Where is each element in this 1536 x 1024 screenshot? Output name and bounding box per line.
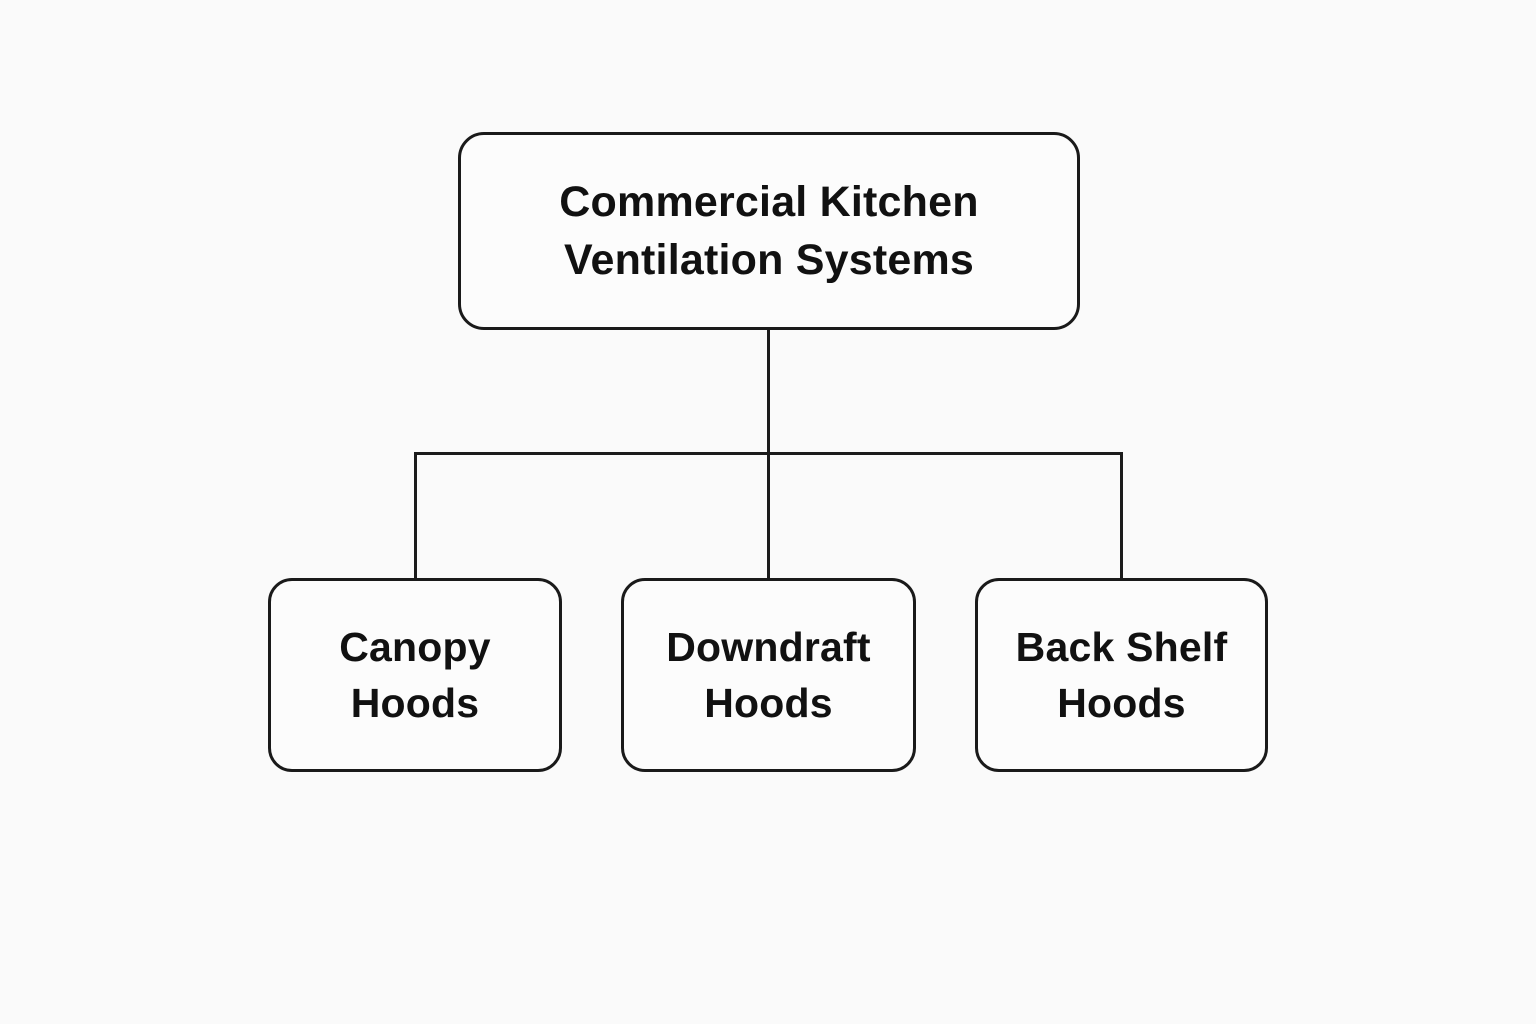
connector-stub-backshelf bbox=[1120, 452, 1123, 578]
connector-stub-canopy bbox=[414, 452, 417, 578]
connector-stub-downdraft bbox=[767, 452, 770, 578]
diagram-node-downdraft-hoods: Downdraft Hoods bbox=[621, 578, 916, 772]
diagram-node-root: Commercial Kitchen Ventilation Systems bbox=[458, 132, 1080, 330]
diagram-node-back-shelf-hoods: Back Shelf Hoods bbox=[975, 578, 1268, 772]
connector-root-drop bbox=[767, 330, 770, 454]
diagram-node-canopy-hoods: Canopy Hoods bbox=[268, 578, 562, 772]
